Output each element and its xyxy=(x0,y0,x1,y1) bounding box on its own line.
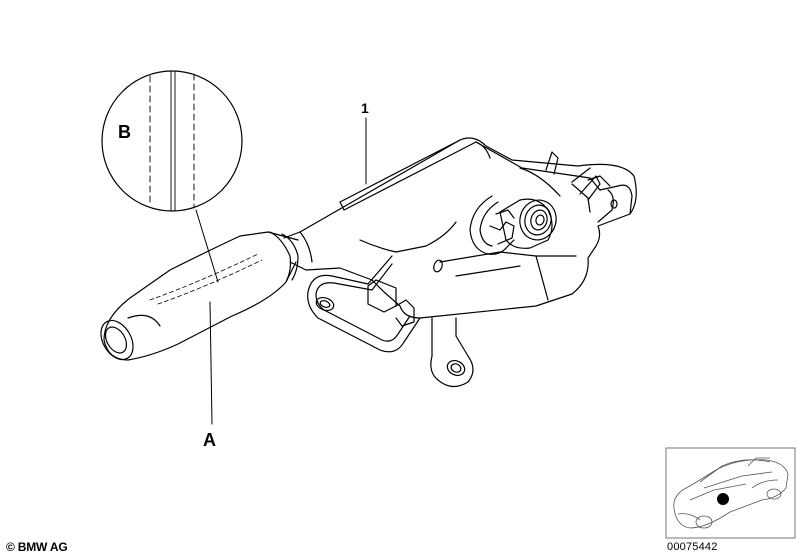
detail-b-circle xyxy=(101,70,243,212)
callout-b: B xyxy=(118,122,131,142)
mounting-bracket xyxy=(307,255,474,388)
callout-1: 1 xyxy=(361,100,369,116)
vehicle-locator-thumbnail xyxy=(665,447,796,539)
handle-grip xyxy=(100,231,299,361)
location-marker xyxy=(717,493,729,505)
callout-a: A xyxy=(203,430,216,450)
pivot-spring-mechanism xyxy=(469,195,557,255)
lever-housing xyxy=(283,137,637,319)
copyright-text: © BMW AG xyxy=(6,540,68,554)
leader-lines xyxy=(195,117,367,425)
diagram-part-number: 00075442 xyxy=(667,541,718,553)
